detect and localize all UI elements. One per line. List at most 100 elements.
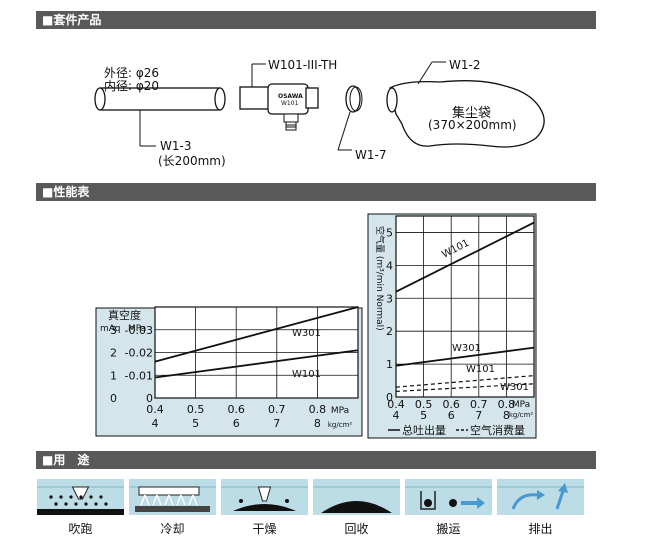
chart1-series-label: W101 bbox=[292, 369, 321, 380]
unit-brand: OSAWA bbox=[278, 93, 303, 100]
chart1-xtick-kg: 8 bbox=[314, 417, 321, 430]
chart1-xtick-mpa: 0.6 bbox=[227, 403, 245, 416]
arrow-up-icon bbox=[558, 483, 568, 493]
section-kit-header: ■套件产品 bbox=[36, 11, 596, 29]
cooling-plate-icon bbox=[135, 506, 210, 512]
tube-drawing bbox=[94, 87, 226, 147]
chart1-xtick-mpa: 0.8 bbox=[309, 403, 327, 416]
particle-icon bbox=[99, 495, 103, 499]
dry-nozzle-icon bbox=[257, 486, 272, 502]
chart2-ytick: 3 bbox=[386, 292, 393, 305]
chart2-series-label: W101 bbox=[466, 364, 495, 375]
chart2-xunit-mpa: MPa bbox=[512, 400, 530, 410]
chart1-ytick-mAq: 3 bbox=[110, 324, 117, 337]
usage-item bbox=[129, 479, 216, 515]
unit-drawing bbox=[239, 63, 319, 131]
exhaust-flow-icon bbox=[511, 493, 538, 510]
usage-item bbox=[37, 479, 124, 515]
usage-item bbox=[221, 479, 308, 515]
collect-pile-icon bbox=[321, 501, 392, 513]
tube-length: (长200mm) bbox=[158, 154, 226, 168]
cooling-flow-icon bbox=[152, 494, 162, 506]
chart1-series-line bbox=[154, 349, 359, 379]
cooling-nozzle-icon bbox=[138, 486, 200, 496]
chart2-xtick-mpa: 0.6 bbox=[442, 398, 460, 411]
tube-code: W1-3 bbox=[160, 139, 192, 153]
chart2-xtick-mpa: 0.8 bbox=[498, 398, 516, 411]
chart1-series-line bbox=[154, 306, 359, 363]
chart2-ytick: 1 bbox=[386, 358, 393, 371]
usage-item-label: 冷却 bbox=[160, 522, 184, 536]
chart2-ytick: 5 bbox=[386, 226, 393, 239]
chart2-ytick: 0 bbox=[386, 391, 393, 404]
usage-item-label: 吹跑 bbox=[68, 522, 92, 536]
chart1-xtick-kg: 4 bbox=[152, 417, 159, 430]
particle-icon bbox=[89, 495, 93, 499]
cooling-flow-icon bbox=[176, 494, 186, 506]
usage-icon-bg bbox=[405, 479, 492, 515]
usage-item-label: 干燥 bbox=[252, 522, 276, 536]
clamp-code: W1-7 bbox=[355, 148, 387, 162]
bag-name: 集尘袋 bbox=[452, 106, 492, 121]
particle-icon bbox=[59, 495, 63, 499]
particle-icon bbox=[64, 502, 68, 506]
chart1-xtick-kg: 5 bbox=[192, 417, 199, 430]
usage-item-label: 搬运 bbox=[436, 521, 460, 536]
chart1-series-label: W301 bbox=[292, 328, 321, 339]
bag-size: (370×200mm) bbox=[428, 118, 517, 132]
transport-ball-icon bbox=[424, 499, 432, 507]
chart1-xunit-mpa: MPa bbox=[331, 406, 349, 416]
usage-item bbox=[313, 479, 400, 515]
bag-drawing bbox=[386, 61, 545, 148]
section-performance-header: ■性能表 bbox=[36, 183, 596, 201]
chart1-xtick-mpa: 0.7 bbox=[268, 403, 286, 416]
particle-icon bbox=[74, 502, 78, 506]
chart2-ytick: 2 bbox=[386, 325, 393, 338]
chart1-ytick-mpa: -0.02 bbox=[125, 347, 153, 360]
chart1-ytick-mAq: 1 bbox=[110, 369, 117, 382]
chart2-series-line bbox=[395, 346, 535, 367]
clamp-drawing bbox=[337, 85, 363, 151]
tube-inner-diameter: 内径: φ20 bbox=[104, 79, 160, 93]
chart1-ytick-mpa: -0.03 bbox=[125, 324, 153, 337]
particle-icon bbox=[69, 495, 73, 499]
particle-icon bbox=[104, 502, 108, 506]
usage-item bbox=[405, 479, 492, 515]
transport-ball-icon bbox=[449, 499, 457, 507]
arrow-right-icon bbox=[537, 490, 545, 500]
unit-code: W101-III-TH bbox=[268, 58, 338, 72]
chart2-series-line bbox=[395, 383, 535, 393]
chart1-xtick-kg: 7 bbox=[273, 417, 280, 430]
chart1-xtick-mpa: 0.5 bbox=[187, 403, 205, 416]
chart2-series-label: W301 bbox=[452, 343, 481, 354]
chart1-ytick-mAq: 2 bbox=[110, 347, 117, 360]
chart2-legend-label: 总吐出量 bbox=[402, 423, 446, 437]
chart1-xunit-kg: kg/cm² bbox=[328, 421, 353, 429]
dry-object-icon bbox=[233, 504, 296, 511]
chart2-xtick-kg: 8 bbox=[503, 409, 510, 422]
chart1-xtick-kg: 6 bbox=[233, 417, 240, 430]
droplet-icon bbox=[239, 499, 243, 503]
chart2-ytick: 4 bbox=[386, 259, 393, 272]
bag-code: W1-2 bbox=[449, 58, 481, 72]
chart1-ytick-mpa: 0 bbox=[146, 392, 153, 405]
chart2-xtick-kg: 6 bbox=[448, 409, 455, 422]
unit-model: W101 bbox=[281, 100, 299, 107]
usage-item bbox=[497, 479, 584, 515]
transport-channel-icon bbox=[420, 491, 436, 510]
chart1-xtick-mpa: 0.4 bbox=[146, 403, 164, 416]
cooling-flow-icon bbox=[164, 494, 174, 506]
chart2-xtick-mpa: 0.7 bbox=[470, 398, 488, 411]
chart2-xtick-mpa: 0.4 bbox=[387, 398, 405, 411]
arrow-right-icon bbox=[461, 497, 485, 509]
chart1-ytick-mAq: 0 bbox=[110, 392, 117, 405]
chart2-ylabel: 空气量 (m³/min Normal) bbox=[374, 226, 386, 331]
chart1-yunit-mAq: mAq bbox=[100, 324, 120, 334]
chart2-plot-area bbox=[395, 215, 535, 398]
ground-icon bbox=[37, 509, 124, 515]
usage-item-label: 排出 bbox=[528, 522, 552, 536]
droplet-icon bbox=[285, 499, 289, 503]
